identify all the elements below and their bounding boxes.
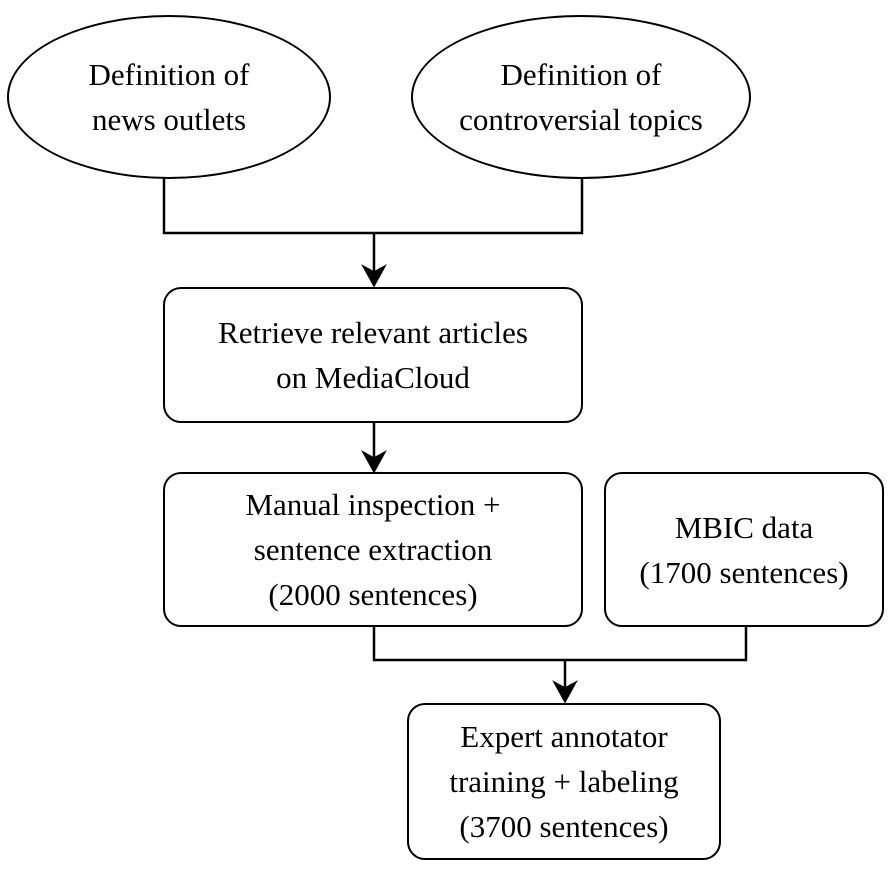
node-news-outlets: Definition of news outlets	[7, 15, 331, 179]
node-text-line: on MediaCloud	[276, 360, 470, 395]
connector-outlets-topics-merge	[162, 178, 584, 235]
node-text-line: Retrieve relevant articles	[218, 315, 528, 350]
node-text-line: Expert annotator	[460, 719, 668, 754]
node-text-line: Definition of	[88, 57, 250, 92]
connector-manual-mbic-merge	[372, 627, 748, 662]
node-text-line: (2000 sentences)	[268, 577, 478, 612]
node-controversial-topics: Definition of controversial topics	[411, 15, 751, 179]
node-text-line: sentence extraction	[253, 532, 493, 567]
node-text-line: (3700 sentences)	[459, 809, 669, 844]
node-text-line: training + labeling	[449, 764, 679, 799]
node-text-line: Manual inspection +	[245, 487, 501, 522]
arrowhead-to-manual	[361, 450, 387, 474]
node-mbic-data: MBIC data (1700 sentences)	[604, 472, 884, 627]
node-retrieve-articles: Retrieve relevant articles on MediaCloud	[163, 287, 583, 423]
node-text-line: MBIC data	[674, 509, 814, 545]
node-text-line: controversial topics	[459, 102, 703, 137]
node-text-line: (1700 sentences)	[639, 554, 849, 590]
node-manual-inspection: Manual inspection + sentence extraction …	[163, 472, 583, 627]
node-text-line: news outlets	[91, 102, 247, 137]
node-expert-annotator: Expert annotator training + labeling (37…	[407, 703, 721, 860]
node-text-line: Definition of	[500, 57, 662, 92]
arrowhead-to-expert	[552, 680, 578, 704]
arrowhead-to-retrieve	[361, 264, 387, 288]
